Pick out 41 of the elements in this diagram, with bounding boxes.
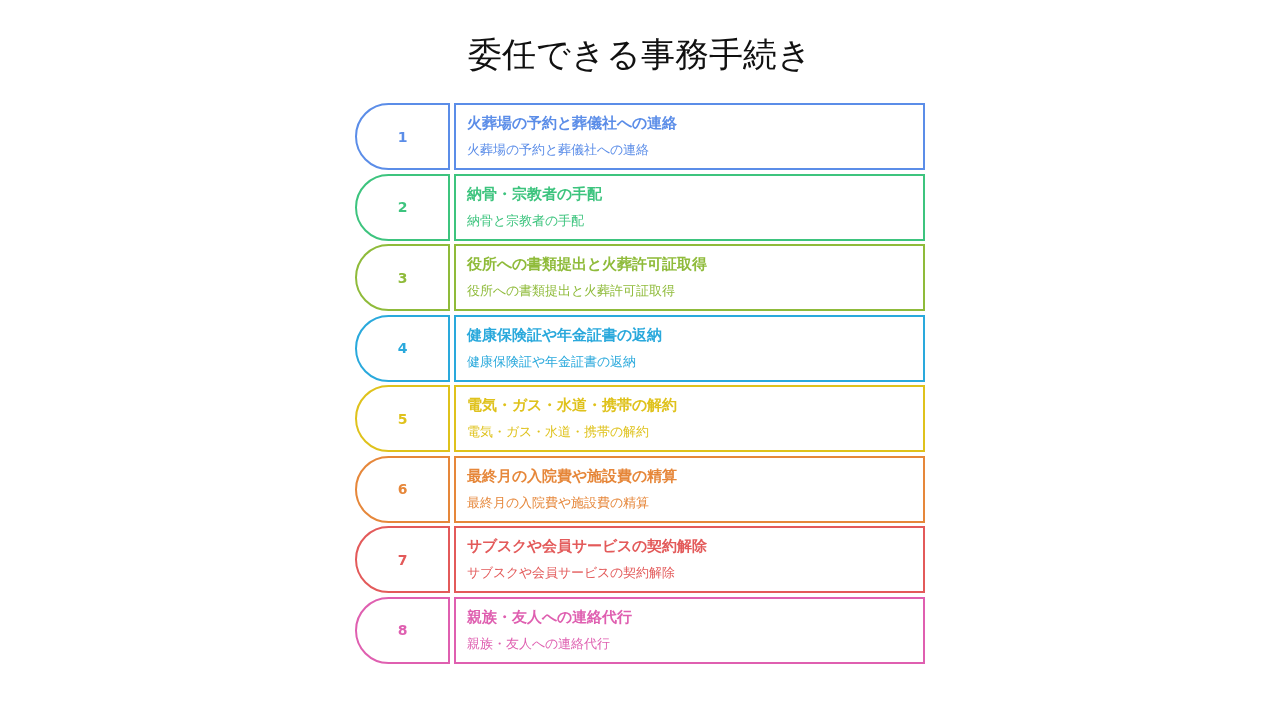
step-box	[454, 103, 925, 170]
number-tab	[355, 526, 450, 593]
number-tab	[355, 455, 450, 523]
title: 委任できる事務手続き	[467, 33, 813, 76]
step-heading: 親族・友人への連絡代行	[467, 607, 632, 627]
step-number: 2	[397, 199, 408, 215]
step-heading: 納骨・宗教者の手配	[467, 184, 602, 204]
step-description: 納骨と宗教者の手配	[467, 212, 584, 230]
step-heading: 健康保険証や年金証書の返納	[467, 325, 662, 345]
step-number: 3	[397, 269, 408, 286]
step-heading: 役所への書類提出と火葬許可証取得	[467, 255, 707, 274]
number-tab	[355, 173, 450, 241]
number-tab	[355, 314, 450, 382]
step-description: 親族・友人への連絡代行	[467, 635, 610, 653]
step-description: 火葬場の予約と葬儀社への連絡	[467, 142, 649, 159]
step-number: 4	[397, 340, 408, 356]
step-description: 最終月の入院費や施設費の精算	[467, 494, 649, 512]
step-number: 7	[397, 551, 408, 568]
step-box	[454, 385, 925, 452]
step-description: 役所への書類提出と火葬許可証取得	[467, 283, 675, 300]
step-box	[454, 244, 925, 311]
step-description: 電気・ガス・水道・携帯の解約	[467, 424, 649, 441]
step-description: 健康保険証や年金証書の返納	[467, 353, 636, 371]
step-number: 8	[397, 622, 408, 638]
number-tab	[355, 244, 450, 311]
step-description: サブスクや会員サービスの契約解除	[467, 565, 675, 582]
step-heading: 最終月の入院費や施設費の精算	[467, 466, 677, 486]
number-tab	[355, 385, 450, 452]
step-heading: 火葬場の予約と葬儀社への連絡	[467, 114, 677, 133]
step-heading: サブスクや会員サービスの契約解除	[467, 537, 707, 556]
number-tab	[355, 596, 450, 664]
step-box	[454, 526, 925, 593]
step-number: 1	[397, 128, 408, 145]
number-tab	[355, 103, 450, 170]
step-number: 6	[397, 481, 408, 497]
step-heading: 電気・ガス・水道・携帯の解約	[467, 396, 677, 415]
step-number: 5	[397, 410, 408, 427]
step-box	[454, 455, 925, 523]
step-box	[454, 596, 925, 664]
step-box	[454, 314, 925, 382]
step-box	[454, 173, 925, 241]
